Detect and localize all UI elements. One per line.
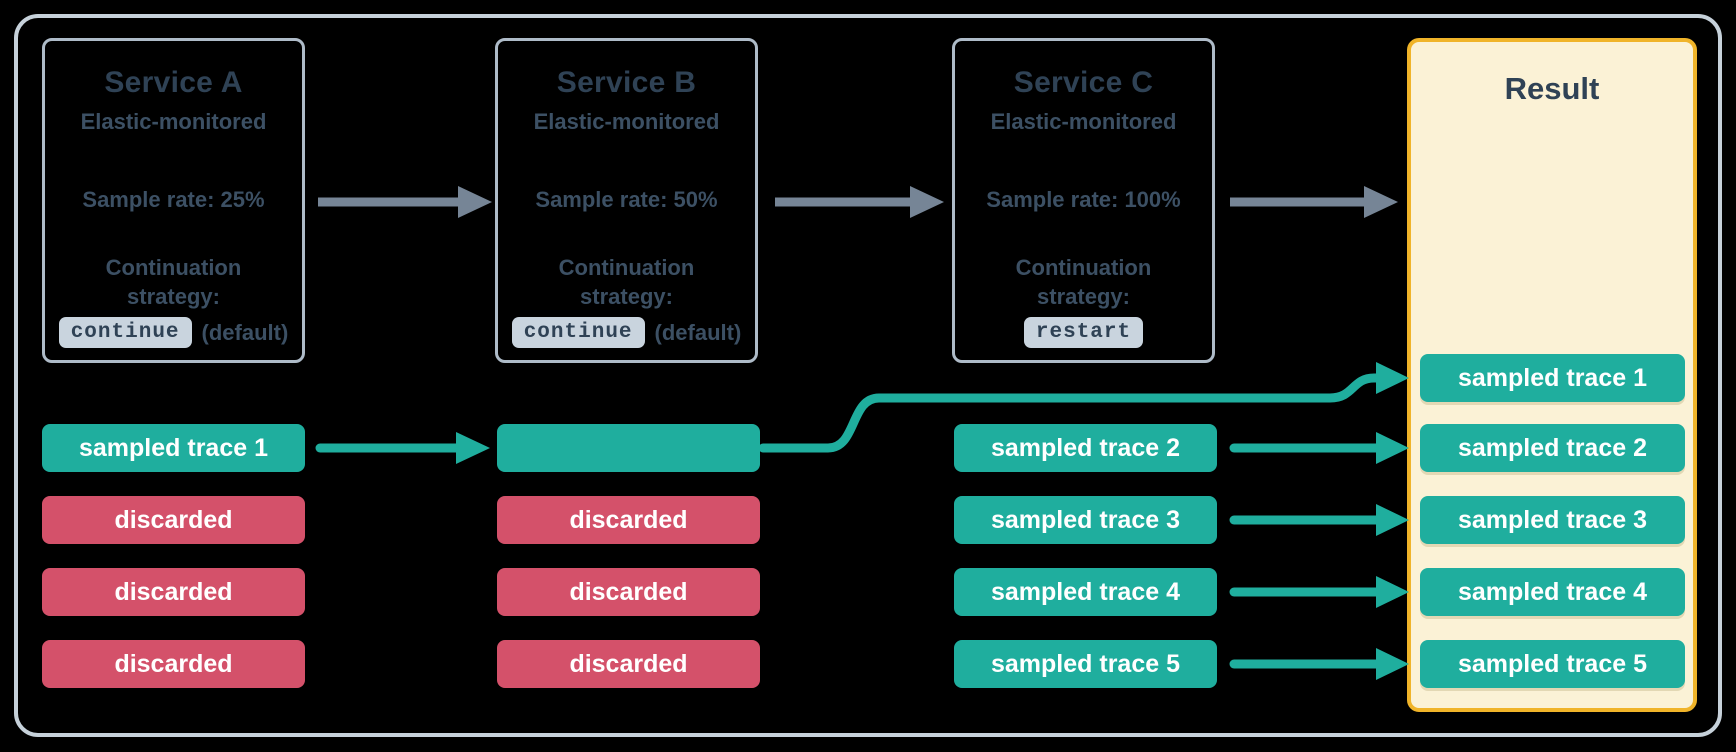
service-c-continuation-label: Continuation strategy:: [1015, 255, 1152, 309]
service-c-monitoring-label: Elastic-monitored: [990, 109, 1177, 134]
service-b-strategy-default-note: (default): [654, 319, 742, 345]
result-trace-badge: sampled trace 5: [1420, 640, 1685, 688]
service-c-box: Service C Elastic-monitored Sample rate:…: [952, 38, 1215, 363]
service-b-continuation-label: Continuation strategy:: [558, 255, 695, 309]
result-trace-badge: sampled trace 3: [1420, 496, 1685, 544]
service-a-strategy-default-note: (default): [201, 319, 289, 345]
service-b-box: Service B Elastic-monitored Sample rate:…: [495, 38, 758, 363]
trace-badge: sampled trace 3: [954, 496, 1217, 544]
service-a-box: Service A Elastic-monitored Sample rate:…: [42, 38, 305, 363]
service-c-sample-rate: Sample rate: 100%: [986, 187, 1181, 212]
service-b-strategy-code-badge: continue: [511, 317, 645, 348]
service-c-strategy-code-badge: restart: [1023, 317, 1144, 348]
trace-badge: sampled trace 4: [954, 568, 1217, 616]
service-c-strategy-row: restart: [1023, 317, 1144, 348]
service-b-sample-rate: Sample rate: 50%: [535, 187, 718, 212]
result-trace-badge: sampled trace 4: [1420, 568, 1685, 616]
result-trace-badge: sampled trace 1: [1420, 354, 1685, 402]
service-b-title: Service B: [556, 66, 697, 99]
service-a-sample-rate: Sample rate: 25%: [82, 187, 265, 212]
discarded-badge: discarded: [497, 640, 760, 688]
service-a-monitoring-label: Elastic-monitored: [80, 109, 267, 134]
result-trace-badge: sampled trace 2: [1420, 424, 1685, 472]
result-title: Result: [1504, 71, 1600, 106]
service-a-continuation-label: Continuation strategy:: [105, 255, 242, 309]
discarded-badge: discarded: [497, 568, 760, 616]
trace-badge: sampled trace 1: [42, 424, 305, 472]
service-b-monitoring-label: Elastic-monitored: [533, 109, 720, 134]
discarded-badge: discarded: [42, 568, 305, 616]
discarded-badge: discarded: [42, 496, 305, 544]
service-a-strategy-code-badge: continue: [58, 317, 192, 348]
discarded-badge: discarded: [42, 640, 305, 688]
trace-badge: sampled trace 2: [954, 424, 1217, 472]
service-a-strategy-row: continue (default): [58, 317, 289, 348]
service-c-title: Service C: [1013, 66, 1154, 99]
service-b-strategy-row: continue (default): [511, 317, 742, 348]
outer-frame: [14, 14, 1722, 737]
discarded-badge: discarded: [497, 496, 760, 544]
trace-badge: sampled trace 5: [954, 640, 1217, 688]
trace-badge-unlabeled: [497, 424, 760, 472]
service-a-title: Service A: [104, 66, 243, 99]
